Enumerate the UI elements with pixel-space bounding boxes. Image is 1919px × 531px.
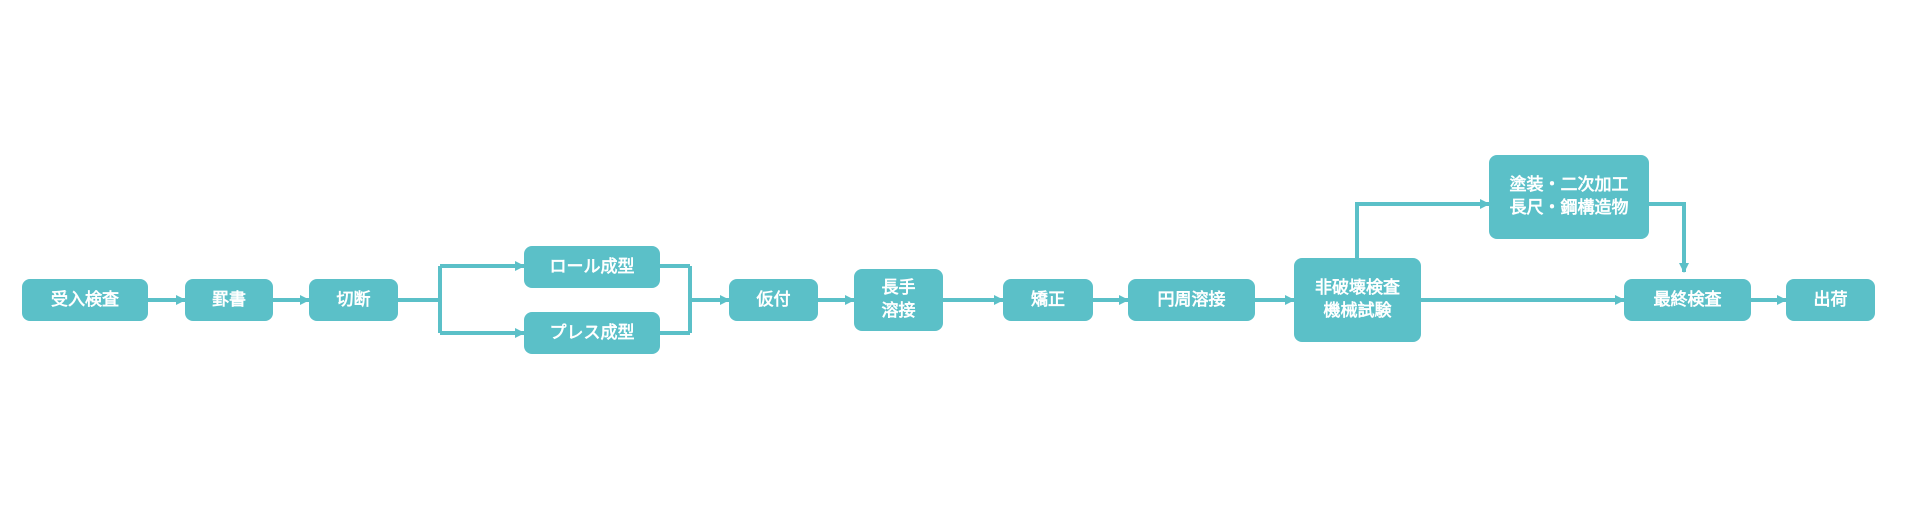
node-roll-forming: ロール成型 [524, 246, 660, 288]
node-longitudinal-welding: 長手 溶接 [854, 269, 943, 331]
node-press-forming: プレス成型 [524, 312, 660, 354]
node-cutting: 切断 [309, 279, 398, 321]
node-final-inspection: 最終検査 [1624, 279, 1751, 321]
node-ndt-mechanical-test: 非破壊検査 機械試験 [1294, 258, 1421, 342]
node-straightening: 矯正 [1003, 279, 1093, 321]
arrow-toso-to-saishu [1649, 202, 1689, 273]
node-receiving-inspection: 受入検査 [22, 279, 148, 321]
node-shipping: 出荷 [1786, 279, 1875, 321]
node-marking: 罫書 [185, 279, 273, 321]
node-painting-secondary-processing: 塗装・二次加工 長尺・鋼構造物 [1489, 155, 1649, 239]
arrow-hihakai-to-toso [1355, 199, 1490, 258]
node-tack-welding: 仮付 [729, 279, 818, 321]
node-circumferential-welding: 円周溶接 [1128, 279, 1255, 321]
